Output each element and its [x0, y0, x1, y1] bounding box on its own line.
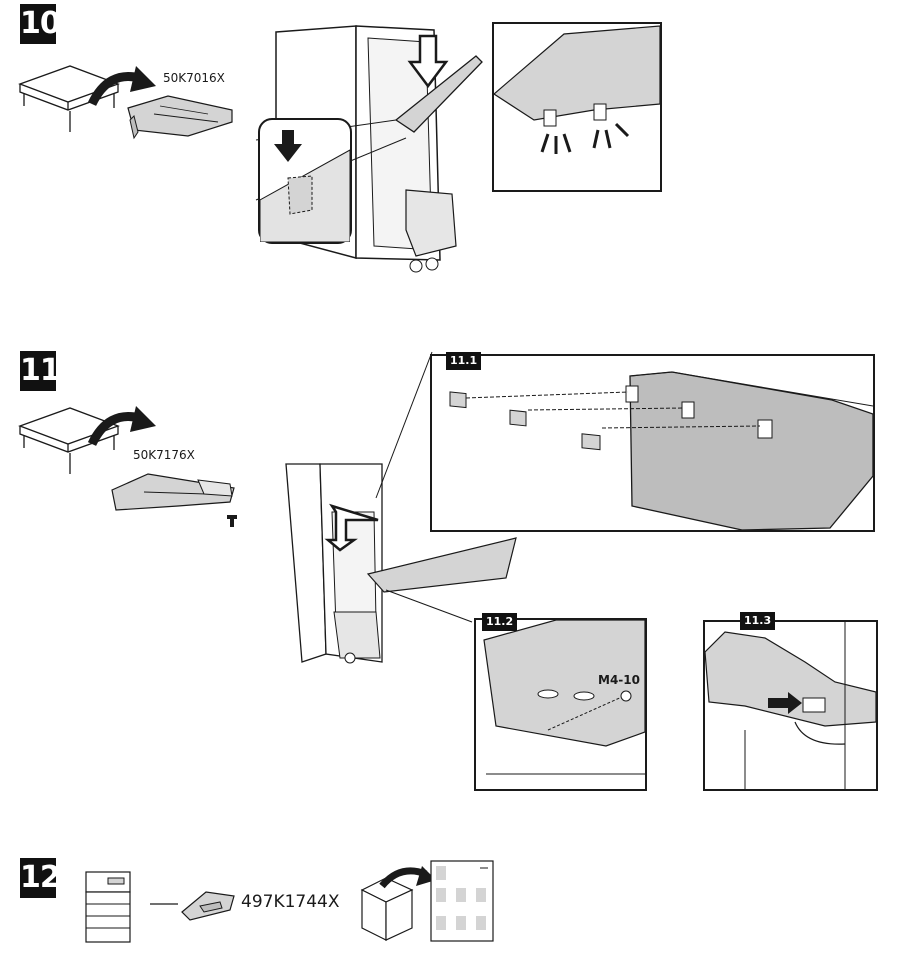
curved-arrow-icon: [87, 66, 156, 107]
finisher-kit-part: [181, 891, 235, 921]
printer-icon: [85, 871, 131, 943]
part-number-label: 50K7176X: [133, 448, 195, 462]
screw-size-label: M4-10: [598, 673, 640, 687]
box-icon: [18, 65, 120, 132]
step-12-badge: 12: [20, 858, 61, 898]
box-icon: [18, 407, 120, 474]
substep-11-2-badge: 11.2: [482, 613, 518, 631]
screw-icon: [227, 515, 237, 527]
down-arrow-icon: [407, 34, 449, 89]
curved-arrow-icon: [87, 406, 156, 447]
step-11-badge: 11: [20, 351, 61, 391]
output-tray-part: [111, 473, 235, 511]
kit-part-number: 497K1744X: [241, 892, 340, 912]
substep-11-2-panel: [474, 618, 647, 791]
substep-11-1-badge: 11.1: [446, 352, 482, 370]
box-icon: [360, 866, 436, 941]
detail-inset-hooks: [492, 22, 662, 192]
down-arrow-icon: [324, 503, 379, 552]
substep-11-3-badge: 11.3: [740, 612, 776, 630]
connector-line: [150, 903, 178, 905]
part-number-label: 50K7016X: [163, 71, 225, 85]
document-sheet-icon: [430, 860, 494, 942]
finisher-unit-illustration: [285, 351, 517, 664]
step-10-badge: 10: [20, 4, 61, 44]
detail-inset-latch: [258, 118, 352, 244]
right-arrow-icon: [768, 692, 802, 714]
finisher-tray-part: [127, 95, 233, 140]
substep-11-1-panel: [430, 354, 875, 532]
